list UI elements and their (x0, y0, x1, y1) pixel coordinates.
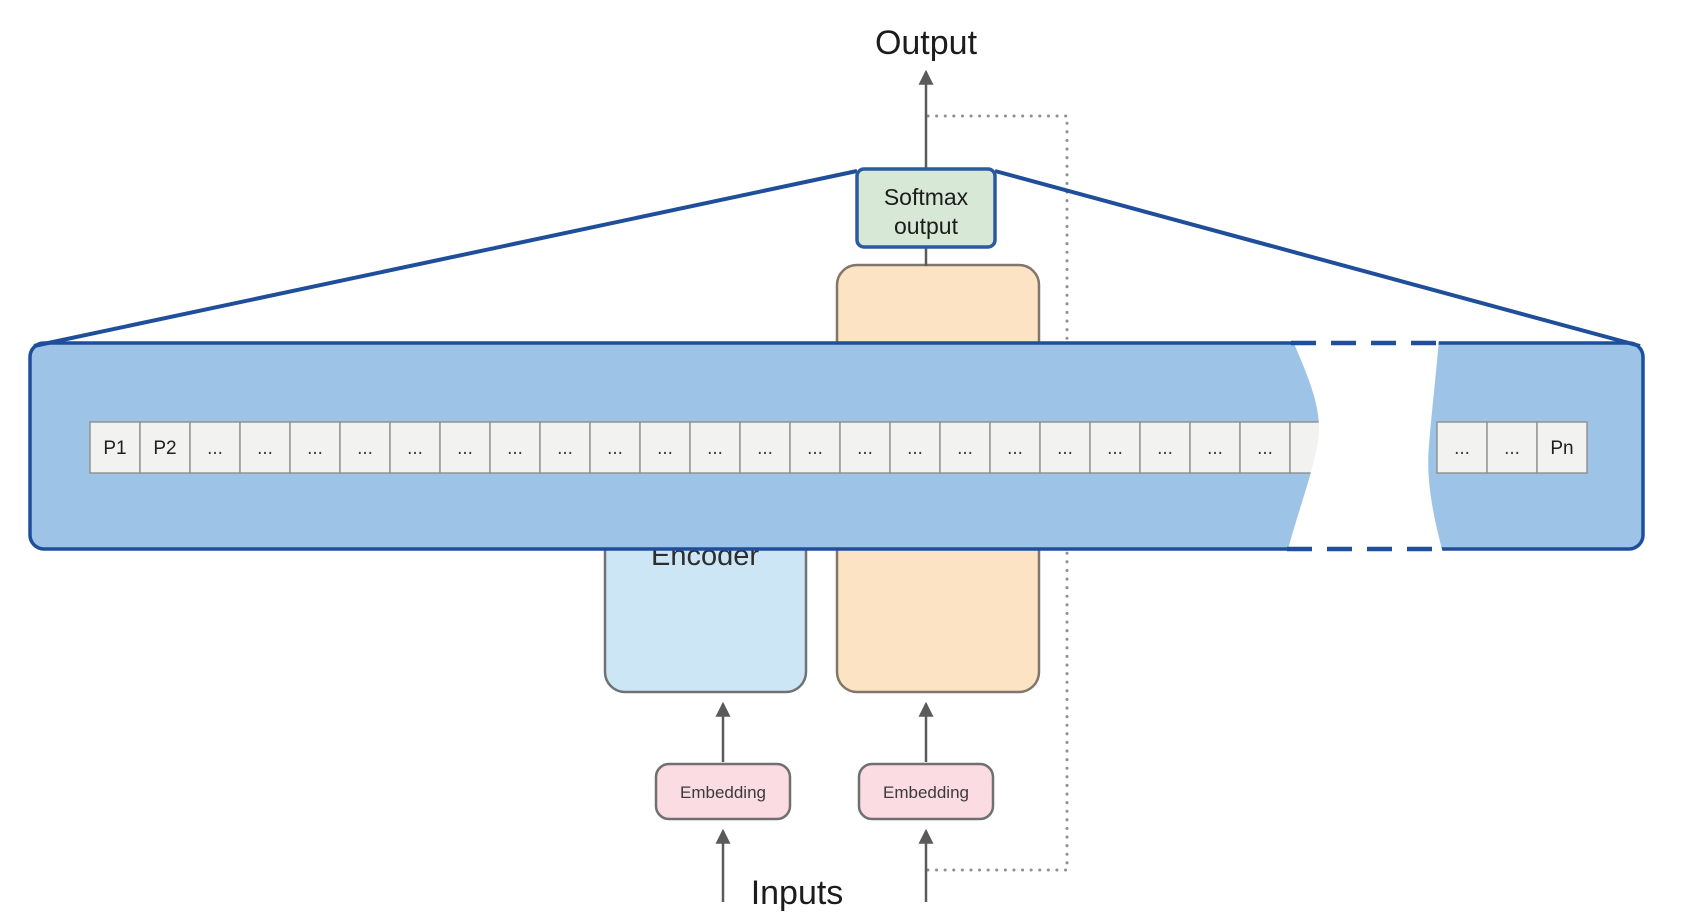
prob-cell (839, 421, 891, 474)
prob-cell (1536, 421, 1588, 474)
prob-cell (1486, 421, 1538, 474)
prob-cell-label: ... (907, 438, 923, 459)
output-label: Output (875, 24, 978, 62)
prob-cell-label: ... (1207, 438, 1223, 459)
prob-cell-label: ... (557, 438, 573, 459)
prob-cell-label: ... (407, 438, 423, 459)
softmax-label-line1: Softmax (884, 184, 969, 210)
strip-break (1287, 339, 1443, 553)
embedding-left-label: Embedding (680, 783, 766, 802)
prob-cell (1189, 421, 1241, 474)
prob-cell-label: P2 (153, 438, 176, 459)
prob-cell-label: P1 (103, 438, 126, 459)
prob-cell-label: ... (1007, 438, 1023, 459)
embedding-right-label: Embedding (883, 783, 969, 802)
softmax-box (855, 167, 997, 249)
prob-cell-label: ... (1107, 438, 1123, 459)
prob-cell (339, 421, 391, 474)
prob-cell-label: ... (707, 438, 723, 459)
prob-cell-label: ... (857, 438, 873, 459)
prob-cell (239, 421, 291, 474)
prob-cell (489, 421, 541, 474)
prob-cell-label: ... (207, 438, 223, 459)
prob-cell-label: ... (507, 438, 523, 459)
prob-cell-label: ... (307, 438, 323, 459)
softmax-label-line2: output (894, 213, 959, 239)
zoom-line-right (994, 169, 1641, 348)
prob-cell-label: ... (657, 438, 673, 459)
prob-cell (1436, 421, 1488, 474)
prob-cell-label: ... (957, 438, 973, 459)
embedding-left-box (654, 762, 792, 821)
embedding-right-box (857, 762, 995, 821)
prob-cell (439, 421, 491, 474)
prob-cell-label: ... (1057, 438, 1073, 459)
prob-cell (1239, 421, 1291, 474)
prob-cell (939, 421, 991, 474)
prob-cell (189, 421, 241, 474)
prob-cell (889, 421, 941, 474)
prob-cell (139, 421, 191, 474)
prob-cell-label: ... (807, 438, 823, 459)
prob-cell-label: ... (357, 438, 373, 459)
prob-cell (789, 421, 841, 474)
prob-cell (989, 421, 1041, 474)
prob-cell-label: ... (1454, 438, 1470, 459)
prob-cell-label: ... (457, 438, 473, 459)
prob-cell (639, 421, 691, 474)
prob-cell (739, 421, 791, 474)
inputs-label: Inputs (751, 874, 844, 912)
prob-cell-label: ... (757, 438, 773, 459)
prob-cell (539, 421, 591, 474)
prob-cell-label: ... (1257, 438, 1273, 459)
prob-cell-label: ... (1504, 438, 1520, 459)
zoom-line-left (33, 169, 858, 348)
prob-cell-label: Pn (1550, 438, 1573, 459)
prob-cell (389, 421, 441, 474)
prob-cell (89, 421, 141, 474)
prob-cell (589, 421, 641, 474)
prob-cell-label: ... (257, 438, 273, 459)
prob-cell-label: ... (1157, 438, 1173, 459)
prob-cell (289, 421, 341, 474)
prob-cell-label: ... (607, 438, 623, 459)
